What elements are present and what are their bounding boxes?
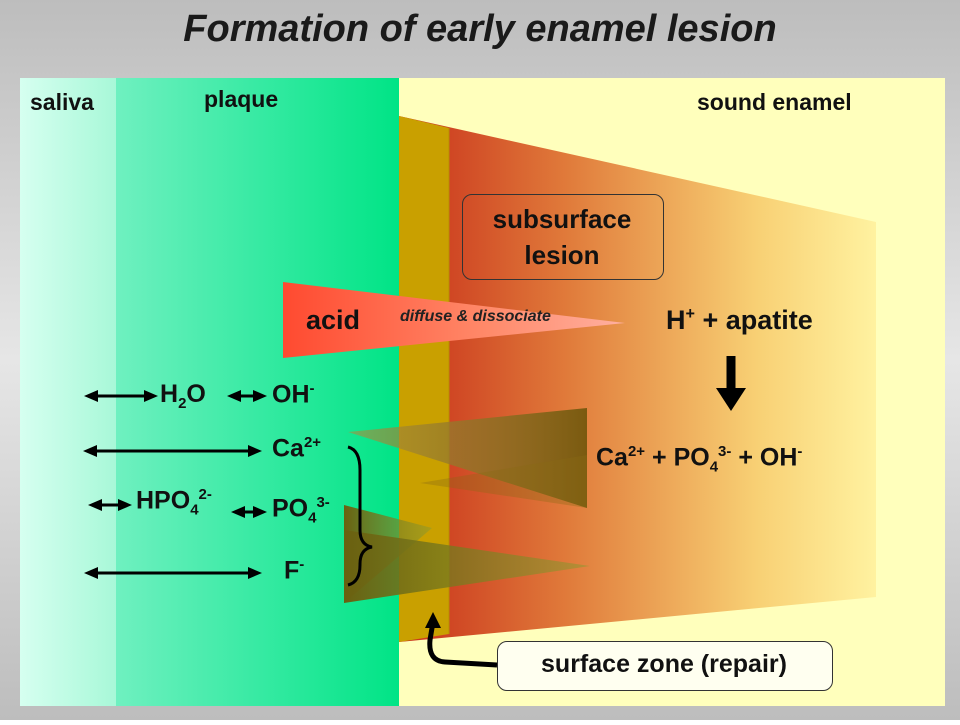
- subsurface-lesion-box: [462, 194, 664, 280]
- hpo4-charge: 2-: [198, 486, 212, 503]
- f-base: F: [284, 556, 300, 585]
- po4-base: PO: [272, 494, 309, 523]
- surface-zone-box: [497, 641, 833, 691]
- sound-enamel-label: sound enamel: [697, 89, 852, 115]
- h2o-label: H2O: [160, 380, 206, 412]
- reaction-products: Ca2+ + PO43- + OH-: [596, 443, 802, 475]
- product-po-charge: 3-: [718, 443, 732, 460]
- h-charge: +: [685, 305, 695, 323]
- acid-label: acid: [306, 305, 361, 335]
- ca-charge: 2+: [303, 434, 322, 451]
- oh-base: OH: [272, 380, 310, 409]
- product-oh-charge: -: [797, 443, 803, 460]
- po4-sub: 4: [308, 509, 317, 527]
- product-po: PO: [673, 443, 710, 472]
- saliva-label: saliva: [30, 89, 94, 115]
- ca-label: Ca2+: [272, 434, 321, 463]
- surface-zone-label: surface zone (repair): [541, 650, 787, 678]
- product-plus-2: +: [731, 443, 760, 472]
- plaque-label: plaque: [204, 86, 279, 112]
- subsurface-label: subsurface: [492, 204, 632, 234]
- reaction-arrow-head: [716, 388, 746, 411]
- h2o-sub: 2: [178, 395, 187, 412]
- mineral-triangle-f: [344, 530, 590, 603]
- oh-charge: -: [309, 380, 315, 397]
- plus-apatite: + apatite: [694, 305, 813, 335]
- product-plus-1: +: [645, 443, 674, 472]
- diffuse-dissociate-label: diffuse & dissociate: [400, 308, 551, 325]
- lesion-label: lesion: [524, 240, 600, 270]
- f-charge: -: [299, 556, 305, 573]
- h-ion: H: [666, 305, 686, 335]
- exchange-arrows: [83, 390, 267, 579]
- lesion-wedge: [399, 116, 876, 642]
- product-po-sub: 4: [709, 458, 719, 476]
- surface-zone-pointer-head: [425, 612, 441, 628]
- hpo4-base: HPO: [136, 486, 191, 515]
- hpo4-label: HPO42-: [136, 486, 212, 518]
- saliva-region: [20, 78, 116, 706]
- po4-charge: 3-: [316, 494, 330, 511]
- ca-base: Ca: [272, 434, 304, 463]
- product-ca: Ca: [596, 443, 628, 472]
- hpo4-sub: 4: [190, 501, 199, 519]
- page-title: Formation of early enamel lesion: [183, 8, 777, 50]
- acid-wedge: [283, 282, 625, 358]
- mineral-loss-triangle-shadow: [420, 455, 587, 508]
- curly-brace: [347, 445, 373, 587]
- oh-label: OH-: [272, 380, 315, 409]
- h2o-h: H: [160, 380, 179, 408]
- h2o-o: O: [186, 380, 206, 408]
- mineral-loss-triangle-ca: [348, 408, 587, 508]
- po4-label: PO43-: [272, 494, 330, 526]
- h-apatite-reaction: H+ + apatite: [666, 305, 813, 336]
- product-oh: OH: [759, 443, 798, 472]
- surface-zone-layer: [399, 116, 449, 642]
- surface-zone-pointer: [427, 621, 498, 668]
- f-label: F-: [284, 556, 304, 585]
- product-ca-charge: 2+: [627, 443, 646, 460]
